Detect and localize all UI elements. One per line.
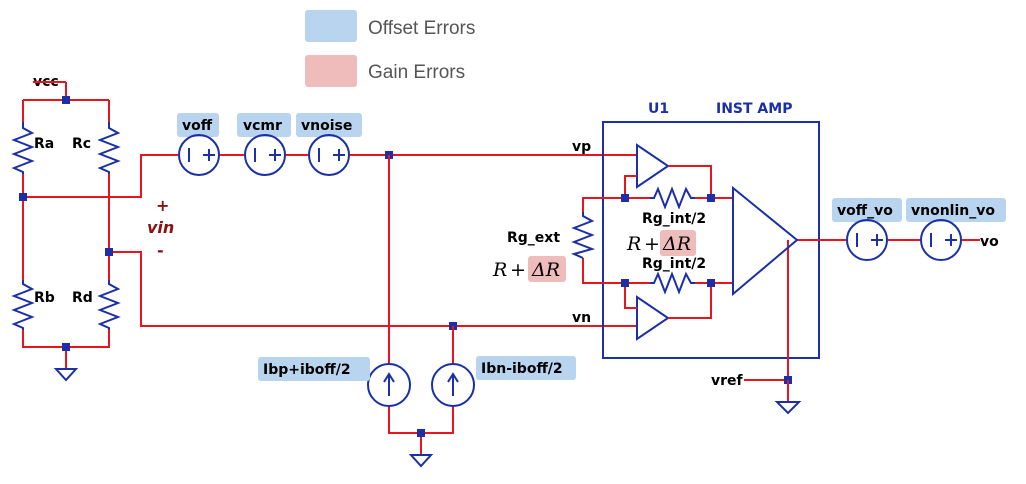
rg-int-top-label: Rg_int/2 <box>642 211 706 227</box>
vnonlin-vo-badge <box>906 198 1006 222</box>
vnoise-badge <box>296 113 362 137</box>
resistor-rg-int-bottom <box>650 271 695 295</box>
node-u1-a <box>621 194 629 202</box>
node-u1-d <box>707 279 715 287</box>
node-bridge-left <box>19 193 27 201</box>
legend-offset-swatch <box>305 10 357 42</box>
vcmr-badge <box>237 113 291 137</box>
resistor-rg-ext <box>571 212 596 259</box>
legend-gain-swatch <box>305 55 357 87</box>
ground-bridge-icon <box>53 368 79 382</box>
vnoise-label: vnoise <box>301 118 352 134</box>
rb-label: Rb <box>34 290 55 306</box>
vin-minus: - <box>157 241 164 260</box>
svg-text:+: + <box>644 233 660 255</box>
node-vcc <box>62 96 70 104</box>
node-u1-b <box>707 194 715 202</box>
node-bridge-right <box>105 248 113 256</box>
legend-offset-label: Offset Errors <box>368 18 475 39</box>
buffer-amp-top <box>636 143 670 189</box>
voff-badge <box>177 113 219 137</box>
ra-label: Ra <box>34 136 54 152</box>
node-bias-gnd <box>417 429 425 437</box>
vnonlin-vo-source <box>920 219 962 261</box>
rc-label: Rc <box>72 136 91 152</box>
voff-label: voff <box>182 118 213 134</box>
ibn-current-source <box>431 363 475 407</box>
node-u1-c <box>621 279 629 287</box>
rg-ext-label: Rg_ext <box>507 230 560 246</box>
resistor-rg-int-top <box>650 186 695 210</box>
vin-plus: + <box>156 196 169 215</box>
ibn-label: Ibn-iboff/2 <box>481 361 563 377</box>
vcmr-label: vcmr <box>243 118 282 134</box>
ibp-current-source <box>367 363 411 407</box>
diff-amp <box>732 185 799 297</box>
node-bridge-gnd <box>62 343 70 351</box>
vref-label: vref <box>711 373 744 389</box>
u1-label: U1 <box>648 101 669 117</box>
ibn-badge <box>476 356 576 380</box>
vin-label: vin <box>147 218 174 237</box>
ground-vref-icon <box>774 401 802 415</box>
gain-error-math-external: R + ΔR <box>492 256 566 282</box>
svg-text:ΔR: ΔR <box>531 259 560 281</box>
resistor-rd <box>97 280 121 330</box>
rd-label: Rd <box>72 290 93 306</box>
resistor-ra <box>11 122 35 174</box>
resistor-rc <box>97 122 121 174</box>
voff-vo-label: voff_vo <box>837 203 893 219</box>
ground-bias-icon <box>408 454 434 468</box>
svg-text:ΔR: ΔR <box>662 233 691 255</box>
legend-gain-label: Gain Errors <box>368 62 465 83</box>
gain-badge-internal <box>660 230 696 256</box>
vn-label: vn <box>572 310 591 326</box>
svg-text:+: + <box>510 259 526 281</box>
vnoise-source <box>308 134 350 176</box>
voff-source <box>178 134 220 176</box>
svg-text:R: R <box>626 233 641 255</box>
gain-error-math-internal: R + ΔR <box>626 230 696 256</box>
ibp-label: Ibp+iboff/2 <box>263 362 351 378</box>
voff-vo-source <box>846 219 888 261</box>
svg-text:R: R <box>492 259 507 281</box>
vo-label: vo <box>980 234 999 250</box>
vcmr-source <box>244 134 286 176</box>
vnonlin-vo-label: vnonlin_vo <box>911 203 995 219</box>
rg-int-bottom-label: Rg_int/2 <box>642 256 706 272</box>
voff-vo-badge <box>832 198 902 222</box>
ibp-badge <box>258 357 370 381</box>
resistor-rb <box>11 280 35 330</box>
buffer-amp-bottom <box>636 295 670 341</box>
vp-label: vp <box>572 139 591 155</box>
gain-badge-external <box>528 256 566 282</box>
inst-amp-label: INST AMP <box>716 101 792 117</box>
